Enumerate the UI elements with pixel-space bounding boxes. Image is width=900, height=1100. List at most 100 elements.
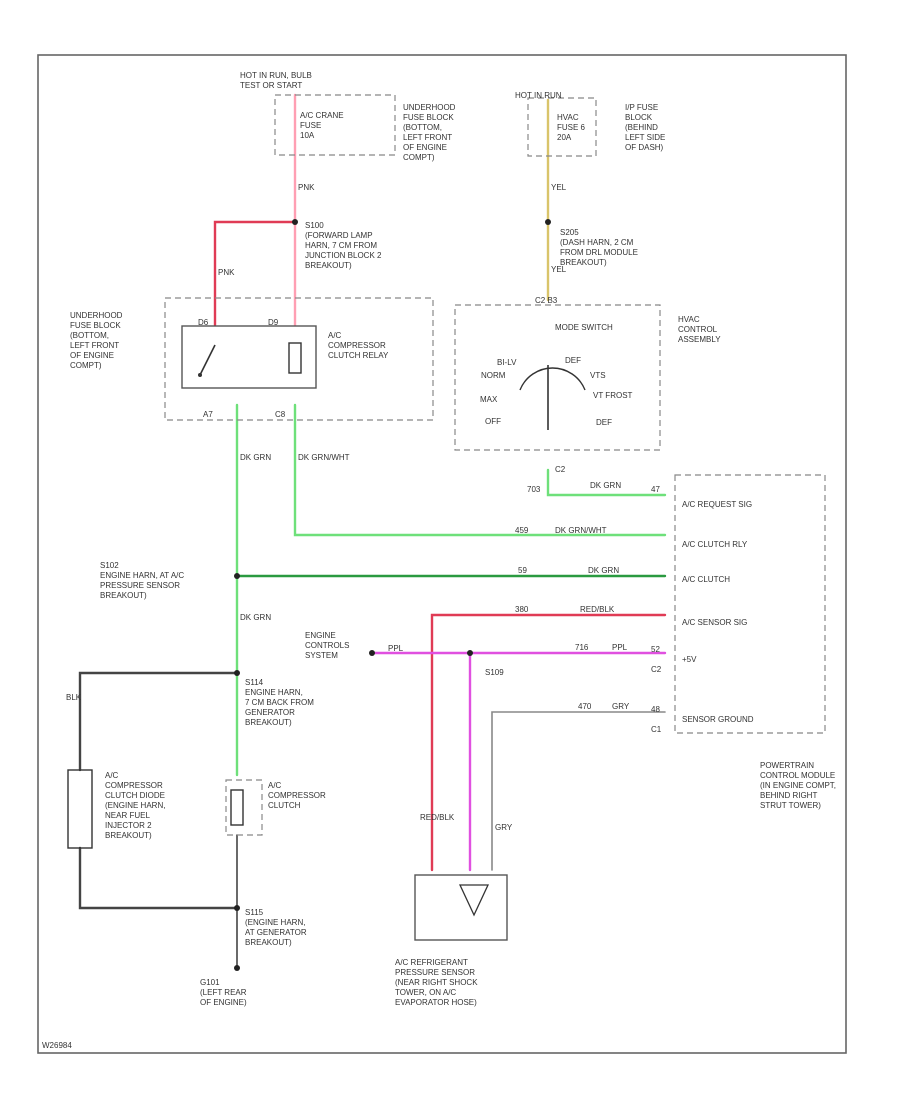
label-mode-pos-1: BI-LV	[497, 358, 517, 367]
label-relay-pin-br: C8	[275, 410, 286, 419]
label-mode-pos-5: DEF	[565, 356, 581, 365]
wire-dkgrn-wht	[293, 403, 667, 537]
pcm-wire-num-5: 470	[578, 702, 592, 711]
pcm-wire-num-2: 59	[518, 566, 527, 575]
pcm-wire-num-4: 716	[575, 643, 589, 652]
footer-code: W26984	[42, 1041, 72, 1050]
wire-dkgrn-request	[546, 468, 667, 497]
label-top-right-source: HOT IN RUN	[515, 91, 562, 100]
label-mode-pos-6: VTS	[590, 371, 606, 380]
label-relay-wire-bl: DK GRN	[240, 453, 271, 462]
label-mode-pos-7: VT FROST	[593, 391, 633, 400]
label-relay-pin-bl: A7	[203, 410, 213, 419]
mode-switch-arc	[519, 367, 586, 391]
pcm-wire-3: RED/BLK	[580, 605, 615, 614]
label-top-right-wire2: YEL	[551, 265, 567, 274]
label-red-blk: RED/BLK	[420, 813, 455, 822]
pcm-pin-name-5: SENSOR GROUND	[682, 715, 754, 724]
relay-housing	[164, 297, 434, 421]
wire-red-relay	[213, 220, 297, 327]
pcm-wire-num-3: 380	[515, 605, 529, 614]
fuse-block-right	[527, 97, 597, 157]
relay-coil	[288, 342, 302, 374]
label-s109: S109	[485, 668, 504, 677]
fuse-block-left	[274, 94, 396, 156]
label-hvac-wire-num: 703	[527, 485, 541, 494]
label-mode-pos-4: OFF	[485, 417, 501, 426]
label-mode-pos-3: MAX	[480, 395, 498, 404]
pcm-pin-num-0: 47	[651, 485, 660, 494]
pcm-pin-name-4: +5V	[682, 655, 697, 664]
clutch-diode	[67, 769, 93, 849]
splice-s114	[234, 670, 240, 676]
compressor-clutch-coil	[230, 789, 244, 826]
pcm-pin-name-2: A/C CLUTCH	[682, 575, 730, 584]
label-hvac-wire: DK GRN	[590, 481, 621, 490]
wire-red-sensor	[430, 613, 667, 872]
pcm-box	[674, 474, 826, 734]
label-dkgrn-vertical: DK GRN	[240, 613, 271, 622]
hvac-assembly-box	[454, 304, 661, 451]
splice-s109	[467, 650, 473, 656]
pcm-pin-list: A/C REQUEST SIG A/C CLUTCH RLY A/C CLUTC…	[515, 485, 754, 734]
wire-black-loop	[78, 671, 239, 772]
label-relay-wire-left: PNK	[218, 268, 235, 277]
pressure-sensor-symbol	[458, 884, 490, 917]
pcm-wire-2: DK GRN	[588, 566, 619, 575]
pcm-pin-name-1: A/C CLUTCH RLY	[682, 540, 748, 549]
label-blk: BLK	[66, 693, 82, 702]
pcm-pin-num-5: 48	[651, 705, 660, 714]
pcm-wire-1: DK GRN/WHT	[555, 526, 607, 535]
pcm-pin-name-3: A/C SENSOR SIG	[682, 618, 747, 627]
ground-point	[234, 965, 240, 971]
wire-gray-ground	[491, 711, 666, 871]
relay-box	[181, 325, 317, 389]
label-top-right-conn: C2 B3	[535, 296, 558, 305]
pcm-pin-conn-5: C1	[651, 725, 662, 734]
pcm-wire-num-1: 459	[515, 526, 529, 535]
label-relay-pin-left: D6	[198, 318, 209, 327]
label-top-right-wire1: YEL	[551, 183, 567, 192]
compressor-clutch-box	[225, 779, 263, 836]
pressure-sensor-box	[414, 874, 508, 941]
pcm-wire-4: PPL	[612, 643, 628, 652]
splice-s205	[545, 219, 551, 225]
relay-contact	[199, 344, 216, 376]
label-mode-pos-2: NORM	[481, 371, 506, 380]
label-ppl: PPL	[388, 644, 404, 653]
pcm-pin-conn-4: C2	[651, 665, 662, 674]
label-gry: GRY	[495, 823, 513, 832]
pcm-pin-name-0: A/C REQUEST SIG	[682, 500, 752, 509]
relay-contact-pivot	[198, 373, 202, 377]
splice-s100	[292, 219, 298, 225]
label-relay-pin-right: D9	[268, 318, 279, 327]
splice-s115	[234, 905, 240, 911]
label-mode-pos-8: DEF	[596, 418, 612, 427]
engine-controls-node	[369, 650, 375, 656]
splice-s102	[234, 573, 240, 579]
label-mode-switch: MODE SWITCH	[555, 323, 613, 332]
pcm-wire-5: GRY	[612, 702, 630, 711]
pcm-pin-num-4: 52	[651, 645, 660, 654]
